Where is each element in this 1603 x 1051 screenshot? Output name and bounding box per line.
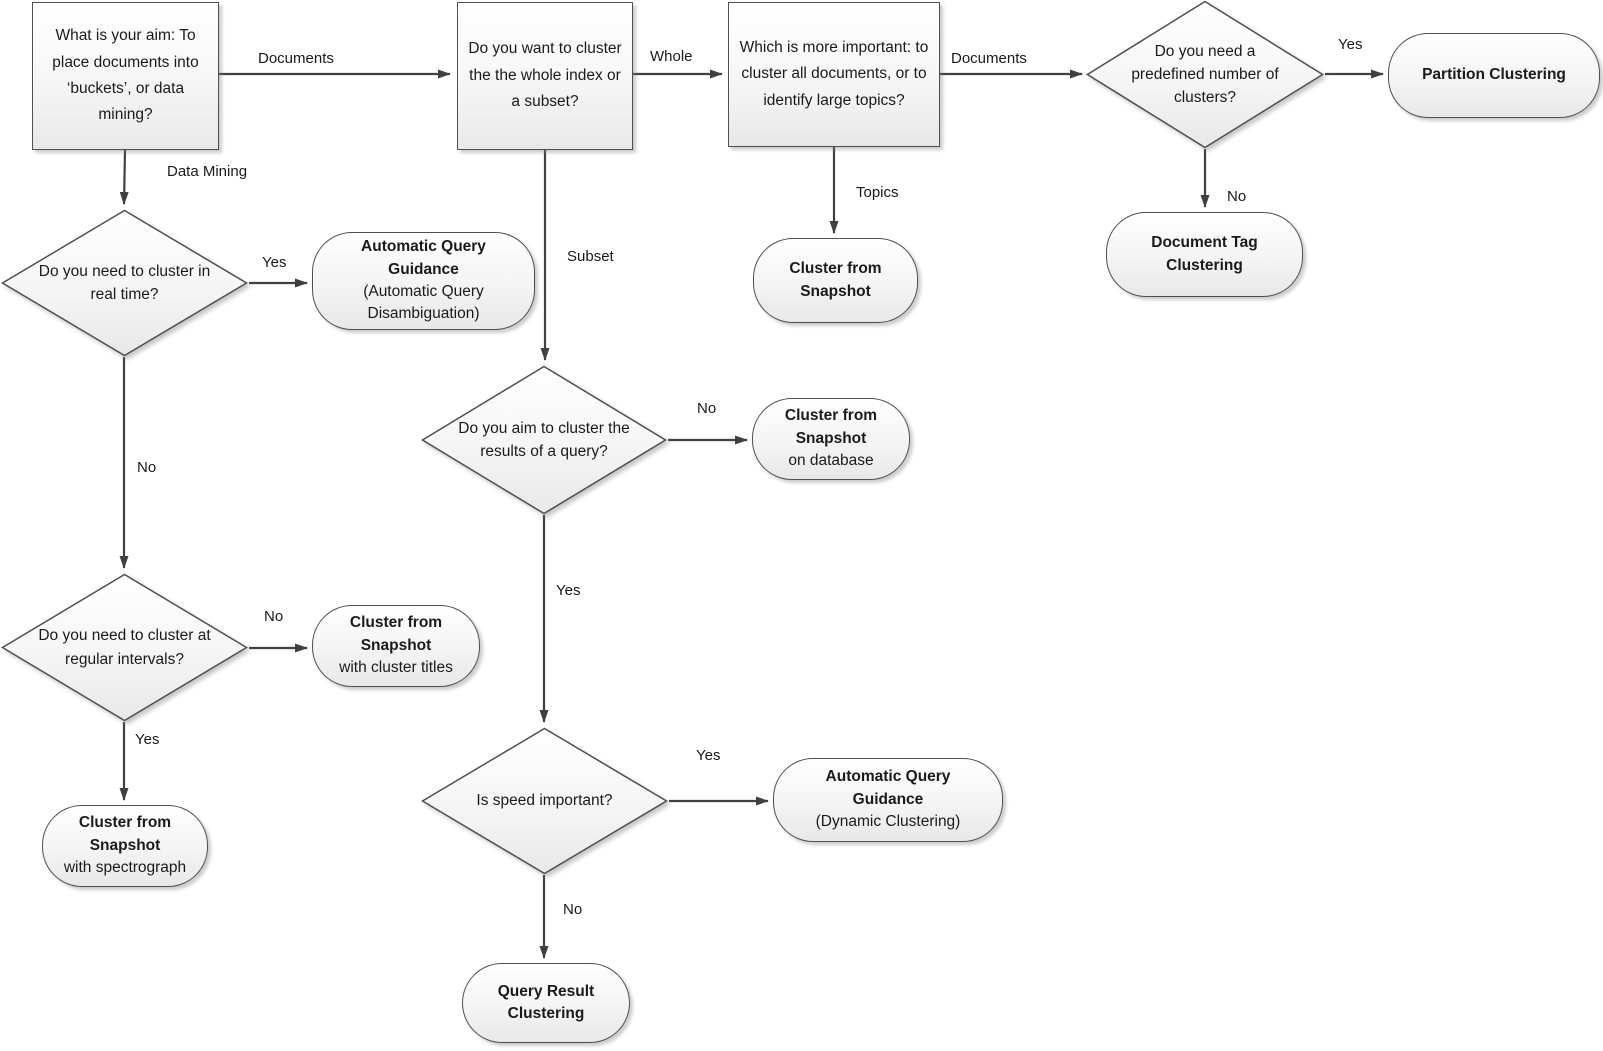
node-aim: What is your aim: To place documents int… [32,2,219,150]
node-intervals: Do you need to cluster at regular interv… [0,573,249,722]
node-snapshot-on-database: Cluster from Snapshot on database [752,398,910,480]
edge-aim-to-realtime [119,149,129,205]
node-query-result-clustering: Query Result Clustering [462,963,630,1043]
node-whole-or-subset-label: Do you want to cluster the the whole ind… [468,40,622,111]
edge-label-no-snapshot-db: No [697,400,717,417]
edge-label-documents-2: Documents [951,50,1027,67]
edge-label-subset: Subset [567,248,614,265]
node-query: Do you aim to cluster the results of a q… [420,365,668,515]
node-aqg-disambiguation-subtitle: (Automatic Query Disambiguation) [363,283,484,323]
node-aqg-dynamic-title: Automatic Query Guidance [825,768,951,808]
edge-label-documents-1: Documents [258,50,334,67]
node-snapshot-cluster-titles-title: Cluster from Snapshot [349,614,443,654]
node-realtime: Do you need to cluster in real time? [0,209,249,357]
node-aqg-dynamic-subtitle: (Dynamic Clustering) [815,813,961,831]
node-partition-clustering: Partition Clustering [1388,33,1600,118]
node-intervals-label: Do you need to cluster at regular interv… [38,627,211,668]
node-speed-label: Is speed important? [476,792,613,810]
node-snapshot-cluster-titles-subtitle: with cluster titles [339,659,453,677]
node-snapshot-spectrograph-subtitle: with spectrograph [63,859,187,877]
node-query-label: Do you aim to cluster the results of a q… [458,419,630,460]
node-aqg-disambiguation-title: Automatic Query Guidance [361,238,486,278]
node-predefined-clusters-label: Do you need a predefined number of clust… [1131,42,1279,107]
node-aqg-disambiguation: Automatic Query Guidance (Automatic Quer… [312,232,535,330]
node-document-tag-clustering-title: Document Tag Clustering [1151,234,1258,274]
node-aim-label: What is your aim: To place documents int… [52,27,199,124]
edge-label-no-doc-tag: No [1227,188,1247,205]
node-importance: Which is more important: to cluster all … [728,2,940,147]
node-speed: Is speed important? [420,727,669,875]
edge-label-yes-spectrograph: Yes [135,731,160,748]
node-partition-clustering-title: Partition Clustering [1422,66,1566,84]
edge-label-yes-partition: Yes [1338,36,1363,53]
edge-label-whole: Whole [650,48,693,65]
edge-label-data-mining: Data Mining [167,163,248,180]
edge-label-yes-aqg: Yes [262,254,287,271]
node-importance-label: Which is more important: to cluster all … [739,38,929,109]
node-whole-or-subset: Do you want to cluster the the whole ind… [457,2,633,150]
edge-label-yes-aqg-dynamic: Yes [696,747,721,764]
node-snapshot-cluster-titles: Cluster from Snapshot with cluster title… [312,605,480,687]
node-snapshot-on-database-subtitle: on database [788,452,874,470]
node-snapshot-spectrograph-title: Cluster from Snapshot [78,814,172,854]
edge-label-yes-speed: Yes [556,582,581,599]
node-query-result-clustering-title: Query Result Clustering [497,982,595,1022]
node-cluster-from-snapshot: Cluster from Snapshot [753,238,918,323]
edge-label-no-query-result: No [563,901,583,918]
edge-label-no-titles: No [264,608,284,625]
node-snapshot-on-database-title: Cluster from Snapshot [784,407,878,447]
node-snapshot-spectrograph: Cluster from Snapshot with spectrograph [42,805,208,887]
node-predefined-clusters: Do you need a predefined number of clust… [1085,0,1325,149]
edge-label-topics: Topics [856,184,899,201]
node-document-tag-clustering: Document Tag Clustering [1106,212,1303,297]
node-cluster-from-snapshot-title: Cluster from Snapshot [789,260,882,300]
edge-label-no-intervals: No [137,459,157,476]
node-aqg-dynamic: Automatic Query Guidance (Dynamic Cluste… [773,758,1003,842]
node-realtime-label: Do you need to cluster in real time? [38,262,211,303]
